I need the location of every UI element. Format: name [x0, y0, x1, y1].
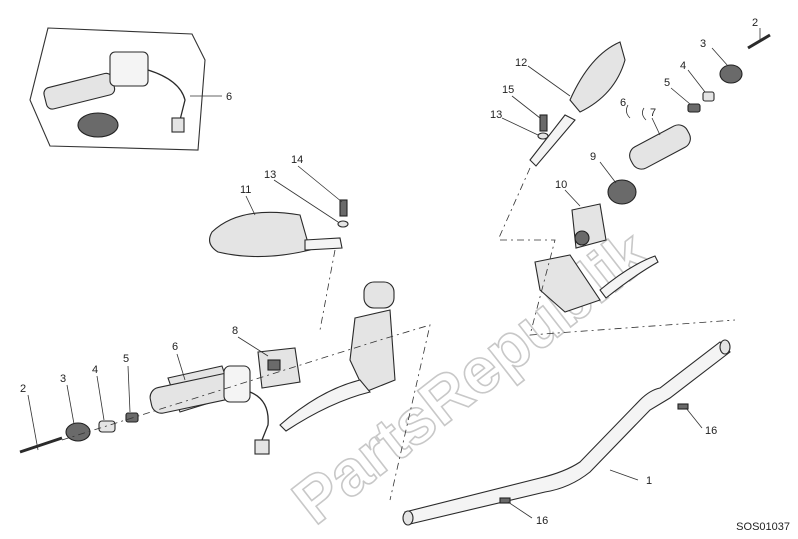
callout-4-spacer-left: 4: [92, 364, 98, 376]
callout-3-bar-end-left: 3: [60, 373, 66, 385]
clutch-lever: [599, 255, 659, 299]
callout-13-washer-left: 13: [264, 169, 276, 181]
callout-2-bolt-left: 2: [20, 383, 26, 395]
mirror-left-head: [209, 211, 311, 258]
brake-lever: [279, 379, 371, 432]
callout-16-clip-upper: 16: [705, 425, 717, 437]
mirror-right-head: [569, 41, 626, 113]
callout-16-clip-lower: 16: [536, 515, 548, 527]
bolt-left: [19, 436, 63, 454]
switch-housing-right: [571, 203, 607, 249]
nut-left: [125, 412, 139, 423]
screw-left-mirror: [339, 199, 348, 217]
callout-5-nut-right: 5: [664, 77, 670, 89]
callout-4-spacer-right: 4: [680, 60, 686, 72]
bar-end-weight-left: [65, 422, 91, 442]
clip-upper: [677, 403, 689, 410]
callout-2-bolt-right: 2: [752, 17, 758, 29]
callout-5-nut-left: 5: [123, 353, 129, 365]
callout-1-handlebar: 1: [646, 475, 652, 487]
master-cylinder-body: [349, 309, 396, 393]
screw-right-mirror: [539, 114, 548, 132]
callout-15-screw-right: 15: [502, 84, 514, 96]
right-grip: [629, 124, 691, 170]
mirror-left: [209, 211, 343, 331]
bolt-right: [747, 33, 771, 50]
clip-lower: [499, 497, 511, 504]
throttle-housing: [223, 365, 251, 403]
handlebar: [402, 339, 731, 526]
callout-12-mirror-right: 12: [515, 57, 527, 69]
callout-11-mirror-left: 11: [240, 184, 251, 196]
switch-housing-left: [257, 347, 301, 389]
throttle-ring: [607, 179, 637, 205]
callout-6-right: 6: [620, 97, 626, 109]
callout-6-grip-left: 6: [172, 341, 178, 353]
brake-master-cylinder: [279, 281, 396, 432]
callout-9-throttle-ring: 9: [590, 151, 596, 163]
washer-right-mirror: [537, 132, 549, 140]
inset-switch-detail: [29, 27, 222, 151]
spacer-left: [98, 420, 116, 433]
handlebar-tube: [404, 341, 731, 525]
bar-end-weight-right: [719, 64, 743, 84]
mirror-right-stem: [529, 114, 576, 167]
mirror-left-stem: [304, 237, 343, 251]
reservoir: [363, 281, 395, 309]
clutch-master-cylinder: [534, 254, 659, 313]
callout-labels: 1 2 3 4 5 6 8 11 13 14 16 16 2 3 4 5 6 7…: [20, 17, 758, 527]
callout-3-bar-end-right: 3: [700, 38, 706, 50]
callout-7-grip-right: 7: [650, 107, 656, 119]
callout-14-screw-left: 14: [291, 154, 303, 166]
inset-switch-housing: [109, 51, 149, 87]
leader-lines: [27, 28, 761, 519]
spacer-right: [702, 91, 715, 102]
watermark: PartsRepublik: [279, 216, 663, 538]
callout-6-inset: 6: [226, 91, 232, 103]
callout-8-switch-left: 8: [232, 325, 238, 337]
mirror-right: [497, 41, 626, 241]
washer-left-mirror: [337, 220, 349, 228]
nut-right: [687, 103, 701, 113]
inset-bar-end: [77, 112, 119, 138]
left-grip-assembly: [149, 365, 270, 455]
callout-10-switch-right: 10: [555, 179, 567, 191]
diagram-reference-code: SOS01037: [736, 521, 790, 533]
callout-13-washer-right: 13: [490, 109, 502, 121]
